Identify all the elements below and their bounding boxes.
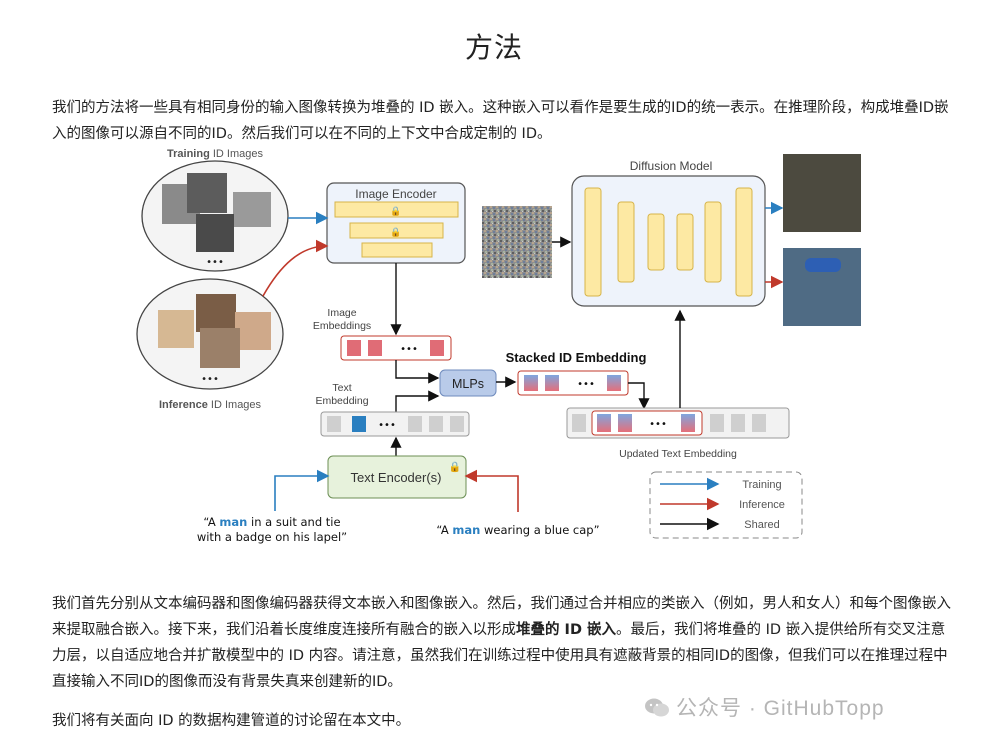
- image-embeddings-label-2: Embeddings: [313, 320, 371, 332]
- updated-text-embedding-label: Updated Text Embedding: [619, 448, 737, 460]
- text-token-class: [352, 416, 366, 432]
- unet-block-1: [584, 187, 602, 297]
- legend-label: Inference: [739, 499, 785, 511]
- updated-token: [731, 414, 745, 432]
- body-bold-text: 堆叠的 ID 嵌入: [516, 622, 617, 638]
- image-embedding-token: [368, 340, 382, 356]
- unet-block-5: [704, 201, 722, 283]
- encoder-layer-3: [361, 242, 433, 258]
- text-emb-to-mlp-arrow: [395, 390, 440, 412]
- unet-block-6: [735, 187, 753, 297]
- legend-label: Training: [742, 479, 781, 491]
- closing-paragraph: 我们将有关面向 ID 的数据构建管道的讨论留在本文中。: [52, 713, 411, 729]
- body-paragraph: 我们首先分别从文本编码器和图像编码器获得文本嵌入和图像嵌入。然后，我们通过合并相…: [52, 591, 952, 695]
- image-embedding-token: [430, 340, 444, 356]
- text-embedding-label-1: Text: [332, 382, 351, 394]
- unet-block-3: [647, 213, 665, 271]
- updated-ellipsis: •••: [649, 419, 667, 430]
- body-text-continued: 。最后，我们将堆叠的 ID 嵌入提供给所有交叉注意力层，以自适应地合并扩散模型中…: [52, 622, 948, 690]
- inference-photo-1: [158, 310, 194, 348]
- text-token: [327, 416, 341, 432]
- mlps-box: [439, 369, 497, 397]
- updated-token: [572, 414, 586, 432]
- lock-icon: 🔒: [390, 227, 401, 238]
- stacked-token: [524, 375, 538, 391]
- text-embedding-ellipsis: •••: [378, 420, 396, 431]
- training-output-image: [783, 154, 861, 232]
- text-embedding-label-2: Embedding: [315, 395, 368, 407]
- text-token: [408, 416, 422, 432]
- training-prompt-line-2: with a badge on his lapel”: [197, 530, 347, 544]
- image-emb-to-mlp-arrow: [395, 360, 440, 384]
- updated-stacked-token: [618, 414, 632, 432]
- training-ellipsis: •••: [206, 257, 224, 268]
- training-photo-2: [187, 173, 227, 213]
- updated-token: [710, 414, 724, 432]
- training-prompt-line-1: “A man in a suit and tie: [203, 515, 340, 529]
- watermark: 公众号 · GitHubTopp: [644, 692, 885, 725]
- training-photo-4: [196, 214, 234, 252]
- image-embeddings-ellipsis: •••: [400, 344, 418, 355]
- inference-prompt-arrow: [464, 469, 519, 512]
- inference-prompt: “A man wearing a blue cap”: [436, 523, 599, 537]
- inference-ellipsis: •••: [201, 374, 219, 385]
- method-diagram: Training ID Images ••• ••• Inference ID …: [136, 148, 861, 544]
- diffusion-model-label: Diffusion Model: [630, 159, 713, 173]
- stacked-token: [607, 375, 621, 391]
- encoder-layer-2: [349, 222, 444, 239]
- training-prompt-arrow: [274, 469, 330, 511]
- noise-image: [482, 206, 552, 278]
- wechat-icon: [644, 697, 670, 725]
- updated-token: [752, 414, 766, 432]
- training-id-images-label: Training ID Images: [167, 148, 263, 160]
- stacked-ellipsis: •••: [577, 379, 595, 390]
- text-token: [429, 416, 443, 432]
- legend-label: Shared: [744, 519, 779, 531]
- lock-icon: 🔒: [390, 206, 401, 217]
- inference-photo-4: [200, 328, 240, 368]
- body-text: 我们首先分别从文本编码器和图像编码器获得文本嵌入和图像嵌入。然后，我们通过合并相…: [52, 596, 951, 638]
- training-photo-3: [233, 192, 271, 227]
- stacked-to-updated-arrow: [628, 382, 650, 410]
- encoder-layer-1: [334, 201, 459, 218]
- image-embedding-token: [347, 340, 361, 356]
- image-embeddings-label-1: Image: [327, 307, 356, 319]
- text-token: [450, 416, 464, 432]
- inference-arrow: [262, 239, 329, 297]
- unet-block-2: [617, 201, 635, 283]
- watermark-text: 公众号 · GitHubTopp: [676, 697, 885, 720]
- updated-stacked-token: [597, 414, 611, 432]
- legend-box: [649, 471, 803, 539]
- text-encoder-label: Text Encoder(s): [350, 470, 441, 485]
- image-encoder-label: Image Encoder: [355, 187, 436, 201]
- mlps-label: MLPs: [452, 377, 484, 391]
- page-title: 方法: [464, 31, 523, 64]
- unet-block-4: [676, 213, 694, 271]
- stacked-token: [545, 375, 559, 391]
- updated-stacked-token: [681, 414, 695, 432]
- inference-photo-2: [196, 294, 236, 332]
- lock-icon: 🔒: [449, 461, 461, 473]
- stacked-id-embedding-label: Stacked ID Embedding: [506, 350, 647, 365]
- inference-id-images-label: Inference ID Images: [159, 399, 262, 411]
- intro-paragraph: 我们的方法将一些具有相同身份的输入图像转换为堆叠的 ID 嵌入。这种嵌入可以看作…: [52, 100, 949, 142]
- inference-photo-3: [235, 312, 271, 350]
- blue-cap: [805, 258, 841, 272]
